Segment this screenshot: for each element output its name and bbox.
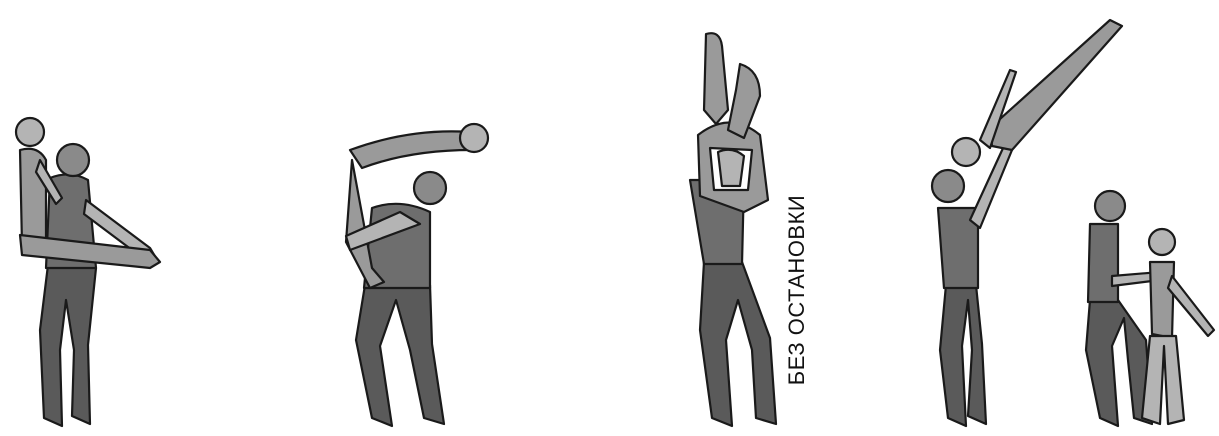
pose-3-inverted-tuck-icon xyxy=(690,33,776,426)
caption-text: БЕЗ ОСТАНОВКИ xyxy=(784,195,810,385)
pose-1-seated-carry-icon xyxy=(16,118,160,426)
caption-no-stop: БЕЗ ОСТАНОВКИ xyxy=(777,150,817,430)
pose-5-landing-icon xyxy=(1086,191,1214,426)
pose-2-back-hold-icon xyxy=(346,124,488,426)
